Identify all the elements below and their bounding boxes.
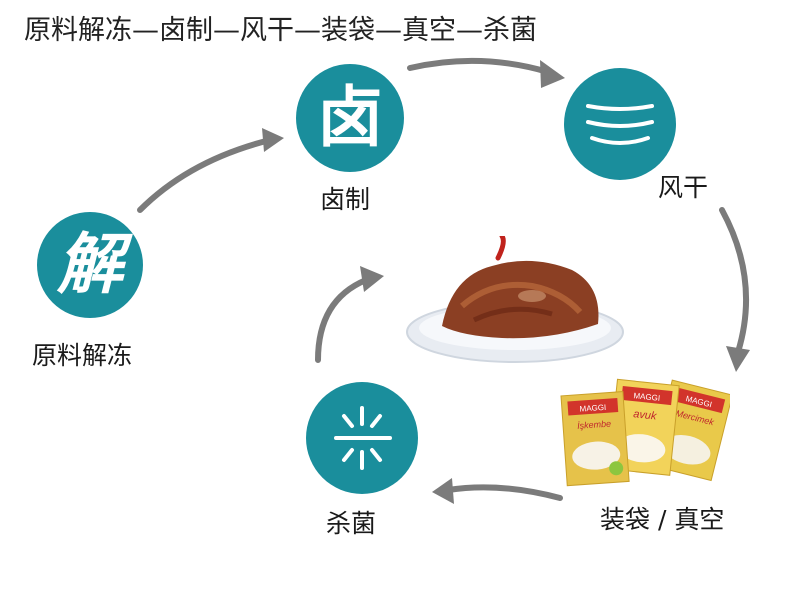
- arrow-airdry-to-pack: [719, 207, 750, 355]
- step-sterilize-circle: [306, 382, 418, 494]
- step-thaw-circle: 解: [37, 212, 143, 318]
- arrow-marinate-to-airdry: [407, 57, 551, 75]
- step-airdry-label: 风干: [658, 173, 709, 202]
- step-marinate-label: 卤制: [320, 185, 371, 214]
- arrow-head: [540, 60, 565, 88]
- air-dry-waves-icon: [586, 104, 654, 145]
- step-sterilize-label: 杀菌: [326, 509, 377, 538]
- arrow-head: [432, 478, 454, 504]
- arrow-thaw-to-marinate: [137, 137, 273, 213]
- thaw-character-icon: 解: [57, 226, 123, 303]
- packaged-bags-image: MAGGI Mercimek MAGGI avuk MAGGI İşkembe: [560, 378, 734, 488]
- arrow-head: [726, 346, 750, 372]
- bag1-brand: MAGGI: [579, 403, 606, 414]
- arrow-pack-to-sterilize: [445, 484, 563, 501]
- braised-meat-bowl-image: [402, 233, 628, 366]
- bag1-name: İşkembe: [577, 419, 612, 431]
- arrow-head: [262, 128, 284, 152]
- arrow-sterilize-to-center: [315, 277, 369, 363]
- bag2-name: avuk: [633, 408, 658, 422]
- sterilize-rays-icon: [334, 406, 392, 470]
- process-title: 原料解冻—卤制—风干—装袋—真空—杀菌: [24, 15, 537, 46]
- step-marinate-circle: 卤: [296, 64, 404, 172]
- bag2-brand: MAGGI: [633, 391, 660, 403]
- step-airdry-circle: [564, 68, 676, 180]
- marinate-character-icon: 卤: [317, 79, 383, 156]
- step-thaw-label: 原料解冻: [32, 341, 133, 370]
- step-pack-label: 装袋 / 真空: [600, 505, 725, 534]
- arrow-head: [360, 266, 384, 292]
